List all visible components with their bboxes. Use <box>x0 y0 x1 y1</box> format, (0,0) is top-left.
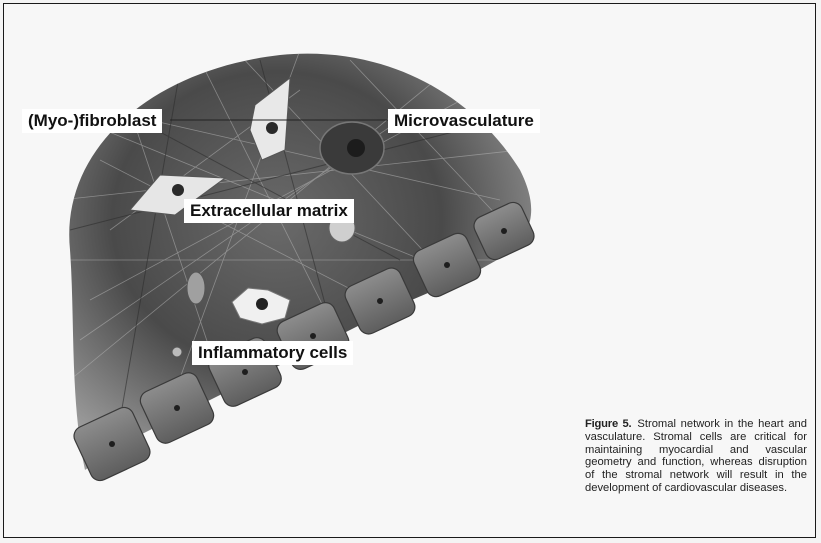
figure-caption: Figure 5.Stromal network in the heart an… <box>585 418 807 495</box>
label-extracellular-matrix: Extracellular matrix <box>184 199 354 223</box>
figure-number: Figure 5. <box>585 418 631 430</box>
label-myofibroblast: (Myo-)fibroblast <box>22 109 162 133</box>
label-microvasculature: Microvasculature <box>388 109 540 133</box>
label-inflammatory-cells: Inflammatory cells <box>192 341 353 365</box>
